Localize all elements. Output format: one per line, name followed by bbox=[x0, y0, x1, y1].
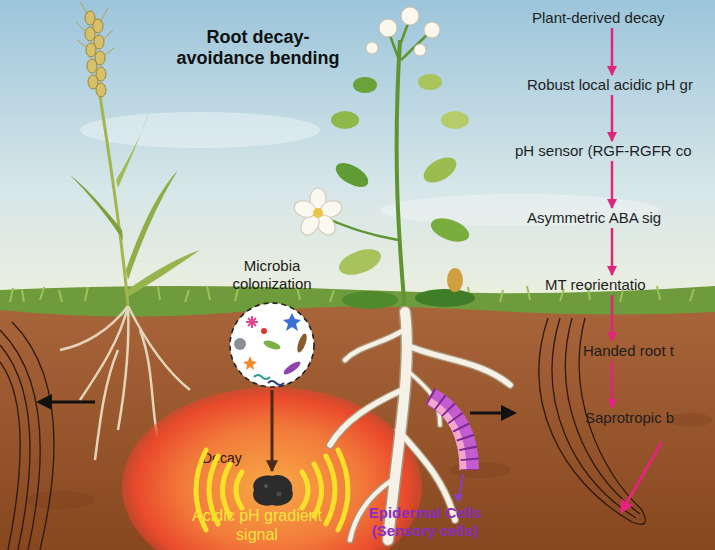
leaf bbox=[428, 214, 472, 246]
left-bent-root bbox=[0, 322, 54, 550]
flow-step: Handed root t bbox=[583, 342, 674, 360]
leaf bbox=[418, 74, 442, 90]
root bbox=[406, 345, 510, 385]
leaf bbox=[332, 158, 372, 192]
root-line bbox=[0, 330, 40, 550]
root-line bbox=[0, 362, 20, 550]
grain bbox=[96, 83, 106, 97]
node-text: Microbia colonization bbox=[217, 257, 327, 293]
step-text: Saprotropic b bbox=[585, 409, 674, 427]
root bbox=[345, 330, 404, 360]
root bbox=[60, 306, 128, 350]
epidermal-band bbox=[428, 400, 463, 470]
leaf bbox=[331, 111, 359, 129]
leaf bbox=[441, 111, 469, 129]
wheat-stem bbox=[100, 96, 128, 305]
dashed-circle-outline bbox=[228, 301, 316, 389]
pointer-line bbox=[459, 474, 463, 496]
flow-arrow bbox=[611, 295, 614, 341]
root bbox=[128, 306, 190, 390]
bend-arrow bbox=[50, 401, 95, 404]
root bbox=[409, 372, 440, 425]
wheat-spike bbox=[85, 11, 106, 97]
plant-stem bbox=[397, 40, 405, 312]
wheat-leaf bbox=[116, 110, 150, 188]
big-flower bbox=[292, 188, 344, 239]
bend-arrow-head bbox=[501, 405, 517, 421]
wheat-leaf bbox=[70, 175, 123, 240]
flow-arrow bbox=[611, 28, 614, 75]
bud bbox=[447, 268, 463, 292]
root bbox=[409, 372, 440, 425]
flower bbox=[366, 42, 378, 54]
node-text: Decay bbox=[202, 450, 248, 467]
flower bbox=[414, 44, 426, 56]
flow-arrow bbox=[611, 228, 614, 275]
root-line bbox=[0, 345, 30, 550]
flower bbox=[401, 7, 419, 25]
step-text: Handed root t bbox=[583, 342, 674, 360]
step-text: Asymmetric ABA sig bbox=[527, 209, 661, 227]
pointer-arrow bbox=[627, 442, 662, 502]
root bbox=[345, 330, 404, 360]
sky bbox=[0, 0, 715, 312]
speck bbox=[264, 484, 268, 488]
node-text: Acidic pH gradient signal bbox=[172, 506, 342, 544]
flow-step: Robust local acidic pH gr bbox=[527, 76, 693, 94]
flower-center bbox=[313, 208, 323, 218]
flow-step: pH sensor (RGF-RGFR co bbox=[515, 142, 692, 160]
dashed-circle bbox=[230, 303, 314, 387]
step-text: pH sensor (RGF-RGFR co bbox=[515, 142, 692, 160]
leaf bbox=[336, 244, 385, 280]
microbe-circle: Microbia colonization bbox=[228, 301, 316, 389]
flow-step: Saprotropic b bbox=[585, 409, 674, 427]
bend-arrow-head bbox=[36, 394, 52, 410]
step-text: Robust local acidic pH gr bbox=[527, 76, 693, 94]
root-tip bbox=[632, 510, 645, 524]
grain bbox=[86, 43, 96, 57]
flower bbox=[424, 22, 440, 38]
pointer-head bbox=[454, 494, 463, 503]
grain bbox=[87, 59, 97, 73]
flow-step: Asymmetric ABA sig bbox=[527, 209, 661, 227]
speck bbox=[277, 492, 282, 497]
petal bbox=[292, 198, 318, 220]
flow-step: Plant-derived decay bbox=[532, 9, 665, 27]
grain bbox=[85, 27, 95, 41]
root bbox=[406, 345, 510, 385]
wheat-awns bbox=[76, 2, 114, 56]
bend-arrow bbox=[470, 412, 503, 415]
diagram-title: Root decay-avoidance bending bbox=[172, 27, 344, 69]
flow-arrow bbox=[611, 95, 614, 141]
root-line bbox=[12, 322, 54, 550]
root bbox=[80, 306, 128, 400]
flow-step: MT reorientatio bbox=[545, 276, 646, 294]
decay-blob: Decay bbox=[248, 472, 296, 508]
decay bbox=[253, 475, 293, 506]
rosette-leaf bbox=[415, 289, 475, 307]
epidermal-band bbox=[430, 396, 470, 470]
root bbox=[118, 306, 128, 430]
top-flowers bbox=[366, 7, 440, 56]
wheat-leaf bbox=[127, 250, 200, 297]
flower bbox=[379, 19, 397, 37]
epidermal-cells bbox=[430, 396, 470, 470]
soil-texture bbox=[668, 413, 712, 427]
root bbox=[95, 350, 118, 460]
flow-arrow bbox=[611, 161, 614, 208]
step-text: Plant-derived decay bbox=[532, 9, 665, 27]
flow-arrow bbox=[611, 361, 614, 408]
leaf bbox=[419, 152, 460, 187]
rosette-leaf bbox=[342, 291, 398, 309]
soil-texture bbox=[450, 462, 510, 478]
step-text: MT reorientatio bbox=[545, 276, 646, 294]
leaf bbox=[353, 77, 377, 93]
pointer-arrow-head bbox=[620, 499, 633, 515]
cell-label: Epidermal Cells (Sensory cells) bbox=[350, 504, 500, 540]
decay-outline bbox=[248, 472, 296, 508]
cloud bbox=[80, 112, 320, 148]
